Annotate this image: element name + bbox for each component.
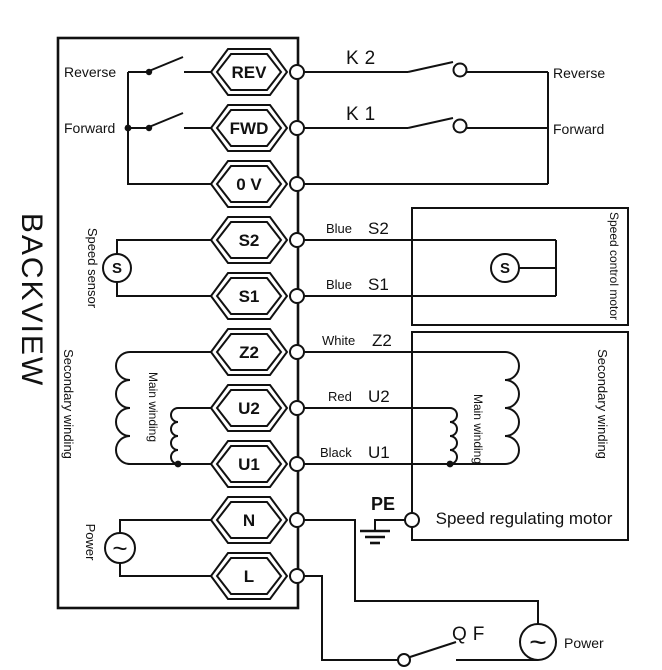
terminal-l-label: L (244, 567, 254, 586)
wire-color-z2: White (322, 333, 355, 348)
reverse-switch-pivot (145, 68, 153, 76)
right-reverse-label: Reverse (553, 65, 605, 81)
wire-color-u1: Black (320, 445, 352, 460)
terminal-fwd-label: FWD (230, 119, 269, 138)
k2-label: K2 (346, 48, 381, 69)
speed-control-motor-label: Speed control motor (607, 212, 621, 320)
zero-volt-wire (304, 72, 549, 185)
main-winding-coil-right (449, 407, 458, 465)
pe-ground: PE (360, 494, 420, 545)
secondary-winding-coil-left (115, 351, 131, 465)
terminal-z2-label: Z2 (239, 343, 259, 362)
speed-regulating-motor-label: Speed regulating motor (436, 509, 613, 528)
wire-color-s2: Blue (326, 221, 352, 236)
mains-circuit: ~ QF Power (304, 519, 604, 667)
forward-switch-blade (148, 112, 184, 128)
secondary-winding-coil-right (504, 351, 520, 465)
motor-symbol: S (500, 260, 510, 277)
terminal-s1-label: S1 (239, 287, 260, 306)
ac-source-symbol-right: ~ (529, 626, 547, 659)
terminal-rev-label: REV (232, 63, 268, 82)
main-winding-coil-left (170, 407, 179, 465)
k1-switch-blade (407, 117, 454, 129)
pe-terminal-circle (404, 512, 420, 528)
ac-source-circle (104, 532, 136, 564)
left-forward-label: Forward (64, 120, 115, 136)
terminal-l: L (210, 552, 305, 600)
terminal-0v-label: 0 V (236, 175, 262, 194)
terminal-rev: REV (210, 48, 305, 96)
terminal-0v: 0 V (210, 160, 305, 208)
right-forward-label: Forward (553, 121, 604, 137)
k1-switch-contact (452, 118, 468, 134)
k2-switch-contact (452, 62, 468, 78)
k2-switch-blade (407, 61, 454, 73)
terminal-u2: U2 (210, 384, 305, 432)
neutral-wire (304, 519, 539, 624)
k1-label: K1 (346, 104, 381, 125)
junction-dot (124, 124, 132, 132)
forward-switch-pivot (145, 124, 153, 132)
junction-dot (446, 460, 454, 468)
k1-switch (304, 117, 548, 134)
speed-regulating-motor: Main winding Secondary winding Speed reg… (304, 331, 629, 541)
wire-color-s1: Blue (326, 277, 352, 292)
left-main-winding-label: Main winding (146, 372, 160, 442)
terminal-n-label: N (243, 511, 255, 530)
backview-enclosure (56, 36, 300, 610)
k2-switch (304, 61, 548, 78)
terminal-n: N (210, 496, 305, 544)
wire-code-z2: Z2 (372, 331, 392, 350)
page-title: BACKVIEW (15, 213, 48, 387)
terminal-u1-label: U1 (238, 455, 260, 474)
speed-sensor-symbol: S (112, 260, 122, 277)
speed-sensor: S (102, 239, 211, 297)
left-power-source: ~ (104, 519, 211, 577)
right-power-label: Power (564, 635, 604, 651)
reverse-switch-blade (148, 56, 184, 72)
qf-switch-blade (409, 641, 457, 658)
right-main-winding-label: Main winding (471, 394, 485, 464)
left-reverse-label: Reverse (64, 64, 116, 80)
pe-label: PE (371, 494, 395, 514)
left-power-label: Power (83, 524, 98, 562)
terminal-s2: S2 (210, 216, 305, 264)
terminal-u2-label: U2 (238, 399, 260, 418)
speed-control-motor: S Speed control motor (304, 207, 629, 326)
qf-switch-contact (397, 653, 411, 667)
terminal-u1: U1 (210, 440, 305, 488)
wire-code-s2: S2 (368, 219, 389, 238)
wire-code-u2: U2 (368, 387, 390, 406)
line-wire (304, 575, 398, 661)
reverse-forward-circuit (124, 56, 211, 185)
wire-code-u1: U1 (368, 443, 390, 462)
wire-color-u2: Red (328, 389, 352, 404)
left-windings (115, 351, 211, 468)
speed-regulating-motor-box (411, 331, 629, 541)
left-secondary-winding-label: Secondary winding (61, 349, 76, 459)
terminal-strip: REV FWD 0 V S2 S1 Z2 U2 U1 N L (210, 48, 305, 600)
left-speed-sensor-label: Speed sensor (85, 228, 100, 309)
ac-source-symbol: ~ (112, 533, 127, 563)
terminal-fwd: FWD (210, 104, 305, 152)
terminal-s2-label: S2 (239, 231, 260, 250)
speed-control-motor-box (411, 207, 629, 326)
wire-code-s1: S1 (368, 275, 389, 294)
ac-source-circle-right (519, 623, 557, 661)
motor-symbol-circle (490, 253, 520, 283)
right-secondary-winding-label: Secondary winding (595, 349, 610, 459)
junction-dot (174, 460, 182, 468)
speed-sensor-symbol-circle (102, 253, 132, 283)
terminal-z2: Z2 (210, 328, 305, 376)
qf-label: QF (452, 624, 490, 645)
terminal-s1: S1 (210, 272, 305, 320)
